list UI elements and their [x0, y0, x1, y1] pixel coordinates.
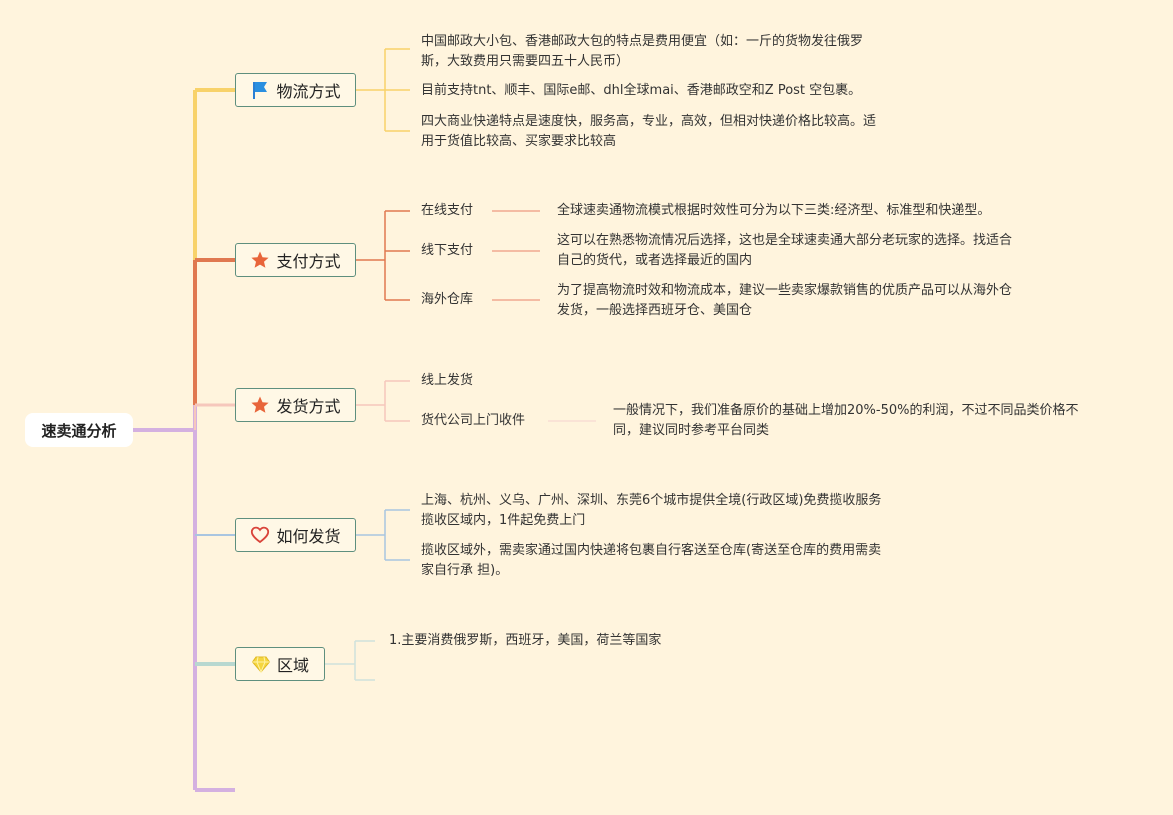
shipping-forwarder-detail: 一般情况下，我们准备原价的基础上增加20%-50%的利润，不过不同品类价格不 同… — [613, 403, 1079, 438]
heart-icon — [250, 525, 270, 545]
logistics-note-3: 四大商业快递特点是速度快，服务高，专业，高效，但相对快递价格比较高。适 用于货值… — [421, 114, 877, 149]
branch-label: 物流方式 — [276, 82, 341, 101]
payment-option-online[interactable]: 在线支付 — [421, 203, 474, 218]
how-note-2: 揽收区域外，需卖家通过国内快递将包裹自行客送至仓库(寄送至仓库的费用需卖 家自行… — [421, 543, 882, 578]
branch-label: 支付方式 — [276, 252, 341, 271]
payment-offline-detail: 这可以在熟悉物流情况后选择，这也是全球速卖通大部分老玩家的选择。找适合 自己的货… — [557, 233, 1013, 268]
branch-shipping[interactable]: 发货方式 — [235, 388, 356, 422]
shipping-option-online[interactable]: 线上发货 — [421, 373, 474, 388]
diamond-icon — [251, 654, 271, 674]
branch-label: 如何发货 — [276, 527, 341, 546]
branch-label: 发货方式 — [276, 397, 341, 416]
root-topic[interactable]: 速卖通分析 — [25, 413, 133, 447]
payment-warehouse-detail: 为了提高物流时效和物流成本，建议一些卖家爆款销售的优质产品可以从海外仓 发货，一… — [557, 283, 1013, 318]
branch-region[interactable]: 区域 — [235, 647, 325, 681]
payment-option-offline[interactable]: 线下支付 — [421, 243, 474, 258]
logistics-note-1: 中国邮政大小包、香港邮政大包的特点是费用便宜（如：一斤的货物发往俄罗 斯，大致费… — [421, 34, 864, 69]
how-note-1: 上海、杭州、义乌、广州、深圳、东莞6个城市提供全境(行政区域)免费揽收服务 揽收… — [421, 493, 882, 528]
payment-online-detail: 全球速卖通物流模式根据时效性可分为以下三类:经济型、标准型和快递型。 — [557, 203, 991, 218]
branch-label: 区域 — [276, 656, 309, 675]
branch-payment[interactable]: 支付方式 — [235, 243, 356, 277]
payment-option-overseas-warehouse[interactable]: 海外仓库 — [421, 292, 474, 307]
logistics-note-2: 目前支持tnt、顺丰、国际e邮、dhl全球mai、香港邮政空和Z Post 空包… — [421, 83, 862, 98]
star-icon — [250, 395, 270, 415]
branch-logistics[interactable]: 物流方式 — [235, 73, 356, 107]
branch-how-to-ship[interactable]: 如何发货 — [235, 518, 356, 552]
flag-icon — [250, 80, 270, 100]
shipping-option-forwarder[interactable]: 货代公司上门收件 — [421, 413, 526, 428]
region-note-1: 1.主要消费俄罗斯，西班牙，美国，荷兰等国家 — [389, 633, 662, 648]
star-icon — [250, 250, 270, 270]
